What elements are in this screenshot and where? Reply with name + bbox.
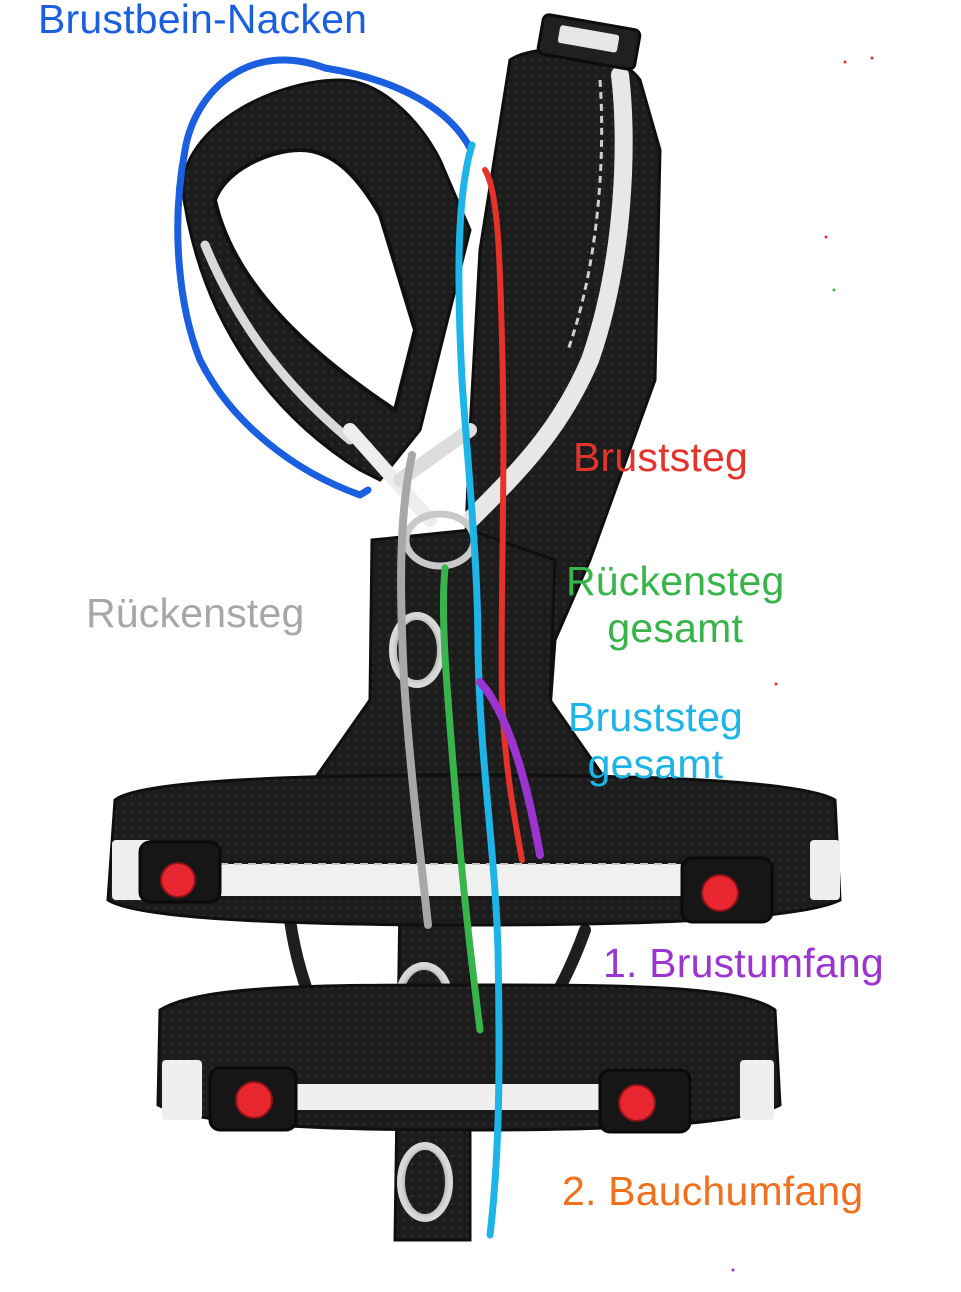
label-rueckensteg-gesamt-line2: gesamt (607, 605, 744, 652)
label-brustumfang: 1. Brustumfang (603, 940, 884, 986)
rueckensteg-line (397, 451, 432, 929)
label-bruststeg: Bruststeg (573, 434, 748, 480)
label-bauchumfang: 2. Bauchumfang (562, 1168, 864, 1214)
brustumfang-line (476, 678, 544, 859)
label-bruststeg-gesamt: Bruststeg gesamt (568, 694, 743, 788)
label-bruststeg-gesamt-line2: gesamt (587, 741, 724, 788)
label-rueckensteg: Rückensteg (86, 590, 305, 636)
bruststeg-gesamt-line (455, 141, 503, 1239)
chest-band (106, 773, 842, 927)
belly-band (156, 983, 782, 1134)
label-brustbein-nacken: Brustbein-Nacken (38, 0, 368, 42)
label-rueckensteg-gesamt-line1: Rückensteg (566, 558, 785, 604)
label-bruststeg-gesamt-line1: Bruststeg (568, 694, 743, 740)
neck-loop (180, 13, 662, 782)
brustbein-nacken-line (174, 56, 372, 499)
bruststeg-line (482, 167, 525, 863)
rueckensteg-gesamt-line (439, 564, 484, 1034)
label-rueckensteg-gesamt: Rückensteg gesamt (566, 558, 785, 652)
